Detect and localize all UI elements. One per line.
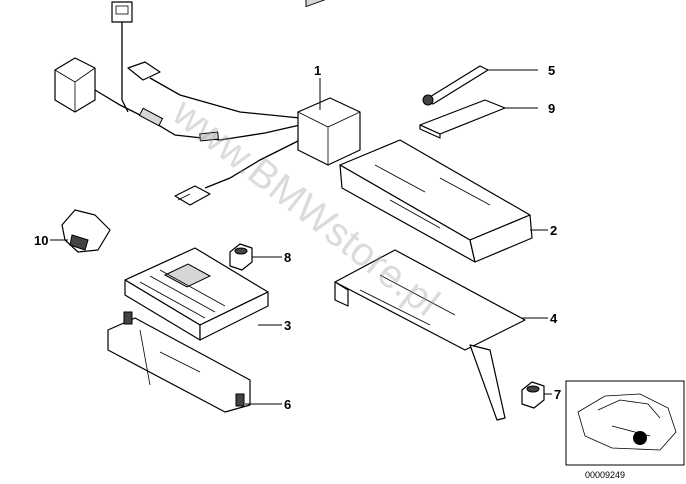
thumbnail-frame [565, 380, 685, 466]
harness-top-plug [111, 1, 133, 23]
part-2-control-unit [339, 139, 548, 263]
plate6-stud-2 [235, 393, 245, 407]
connector-edges [297, 111, 361, 165]
harness-wire-lower [204, 139, 301, 189]
module3-label [163, 263, 212, 288]
pad-side [419, 124, 441, 139]
car-thumbnail [565, 380, 685, 466]
nut7-hole [526, 385, 540, 393]
unit2-slots [374, 164, 491, 229]
part-4-bracket [334, 249, 548, 421]
harness-sleeve-1 [138, 107, 164, 127]
part-7-nut [521, 381, 552, 409]
module3-side [199, 291, 269, 341]
bracket-ribs [359, 274, 456, 326]
callout-6: 6 [284, 397, 291, 412]
callout-9: 9 [548, 101, 555, 116]
harness-left-module-edges [54, 67, 96, 112]
callout-3: 3 [284, 318, 291, 333]
harness-bottom-plug [174, 185, 211, 206]
harness-top-plug-face [115, 5, 129, 15]
harness-mid-plug [127, 61, 161, 81]
part-1-connector [297, 0, 361, 166]
harness-sleeve-2 [199, 131, 219, 142]
callout-2: 2 [550, 223, 557, 238]
connector-body [297, 97, 361, 166]
plate6-features [139, 329, 201, 386]
plate6-stud-1 [123, 311, 133, 325]
harness-wire-top [121, 22, 129, 113]
callout-5: 5 [548, 63, 555, 78]
bracket-left-flange [334, 281, 349, 307]
callout-10: 10 [34, 233, 48, 248]
harness-wire-main [94, 89, 301, 141]
tool-shaft [424, 65, 489, 105]
harness-bottom-plug-pin [177, 193, 191, 201]
unit2-end [469, 214, 533, 263]
car-outline [577, 393, 677, 451]
plate6-body [107, 317, 251, 413]
part-9-pad [419, 99, 538, 139]
module3-fins [139, 269, 226, 319]
connector-top-label [305, 0, 329, 8]
clip-base [69, 234, 89, 251]
part-8-nut [229, 243, 282, 271]
harness-wire-upper [149, 77, 301, 119]
wiring-harness [54, 1, 301, 206]
reference-number: 00009249 [585, 470, 625, 480]
callout-4: 4 [550, 311, 558, 326]
part-6-mount-plate [107, 311, 282, 413]
nut8-hole [234, 247, 248, 255]
callout-7: 7 [554, 387, 561, 402]
part-3-control-module [124, 247, 282, 341]
pad-top [419, 99, 506, 135]
callout-8: 8 [284, 250, 291, 265]
part-10-clip [50, 209, 111, 253]
tool-head [422, 94, 434, 106]
car-location-dot [633, 431, 647, 445]
callout-1: 1 [314, 63, 321, 78]
bracket-arm [469, 344, 506, 421]
bracket-plate [334, 249, 526, 351]
part-5-tool [422, 65, 538, 106]
